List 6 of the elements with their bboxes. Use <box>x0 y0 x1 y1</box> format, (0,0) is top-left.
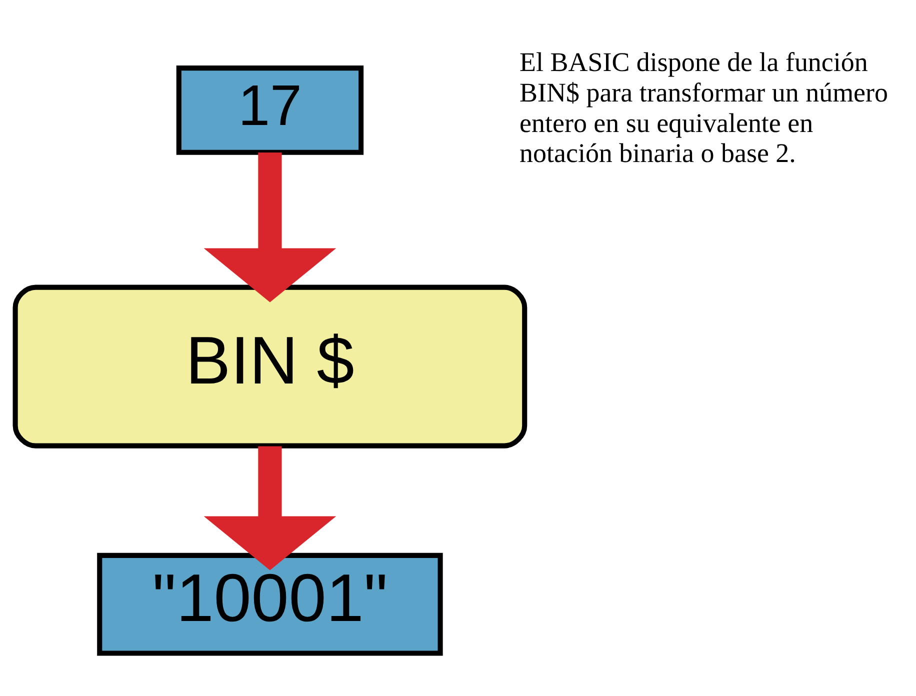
node-box: BIN $ <box>12 284 528 448</box>
node-box: 17 <box>176 66 364 155</box>
arrow <box>204 446 336 570</box>
arrow <box>204 152 336 302</box>
label: El BASIC dispone de la función BIN$ para transformar un número entero en su equivalente en notación binaria o base 2. <box>520 47 888 168</box>
node-box: "10001" <box>97 552 443 656</box>
